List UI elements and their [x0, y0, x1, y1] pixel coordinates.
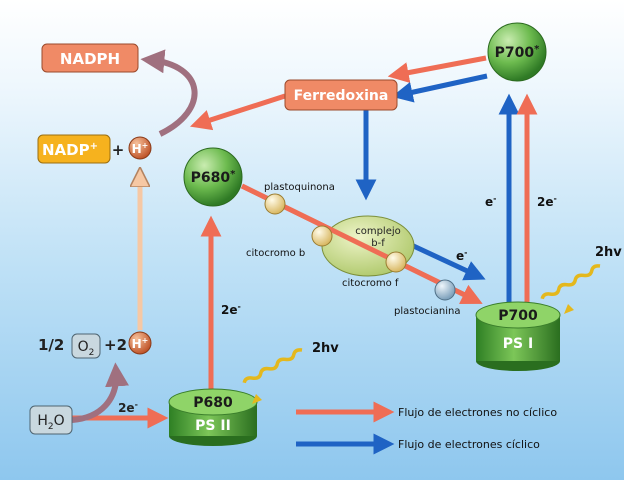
ps1-cylinder-top: [475, 301, 561, 329]
arrow-cyclic-p700star-to-ferredoxina: [391, 73, 488, 103]
light-wave-ps2: [242, 348, 303, 384]
hv-ps2-label: 2hv: [312, 341, 339, 356]
nadp-box: [37, 134, 111, 164]
arrow-ferredoxina-to-nadp: [190, 93, 286, 131]
nadp-label: NADP+: [42, 141, 98, 159]
legend-cyclic-label: Flujo de electrones cíclico: [398, 438, 540, 451]
plastocianina-label: plastocianina: [394, 306, 461, 317]
ferredoxina-label: Ferredoxina: [294, 88, 389, 104]
light-wave-ps2-tip: [252, 394, 262, 404]
two-e-ps1-label: 2e-: [537, 194, 557, 209]
two-e-p680-label: 2e-: [221, 302, 241, 317]
plus-two-label: +2: [104, 336, 127, 354]
citocromo-f-bead: [385, 251, 407, 273]
legend-noncyclic-label: Flujo de electrones no cíclico: [398, 406, 557, 419]
complejo-label: complejo: [355, 226, 401, 237]
proton-label-2: H+: [132, 336, 149, 351]
arrow-p700star-to-ferredoxina: [387, 55, 487, 83]
p680-star-sphere: [183, 147, 243, 207]
plastoquinona-label: plastoquinona: [264, 182, 335, 193]
citocromo-b-bead: [311, 225, 333, 247]
hv-ps1-label: 2hv: [595, 245, 622, 260]
bf-label: b-f: [371, 238, 385, 249]
proton-label: H+: [132, 141, 149, 156]
h2o-label: H2O: [37, 413, 64, 432]
citocromo-b-label: citocromo b: [246, 248, 305, 259]
plastoquinona-bead: [264, 193, 286, 215]
ferredoxina-box: [284, 79, 398, 111]
two-e-h2o-label: 2e-: [118, 400, 138, 415]
proton-circle: [128, 136, 152, 160]
e-cyto-label: e-: [456, 248, 467, 263]
nadph-box: [41, 43, 139, 73]
h2o-box: [29, 405, 73, 435]
ps2-label: PS II: [195, 418, 231, 434]
e1-label: e-: [485, 194, 496, 209]
light-wave-ps1: [540, 264, 601, 300]
light-wave-ps1-tip: [564, 304, 574, 314]
half-label: 1/2: [38, 336, 64, 354]
plus-sign: +: [112, 141, 125, 159]
p700-label: P700: [498, 308, 538, 324]
o2-box: [71, 333, 101, 359]
arrow-nadp-to-nadph: [140, 49, 198, 137]
p700-star-sphere: [487, 22, 547, 82]
plastocianina-bead: [434, 279, 456, 301]
arrow-h2o-split: [71, 362, 129, 423]
proton-circle-2: [128, 331, 152, 355]
nadph-label: NADPH: [60, 50, 120, 68]
o2-label: O2: [78, 339, 95, 358]
ps1-label: PS I: [503, 336, 533, 352]
p680-star-label: P680*: [191, 169, 236, 186]
p680-label: P680: [193, 395, 233, 411]
citocromo-f-label: citocromo f: [342, 278, 399, 289]
p700-star-label: P700*: [495, 44, 540, 61]
